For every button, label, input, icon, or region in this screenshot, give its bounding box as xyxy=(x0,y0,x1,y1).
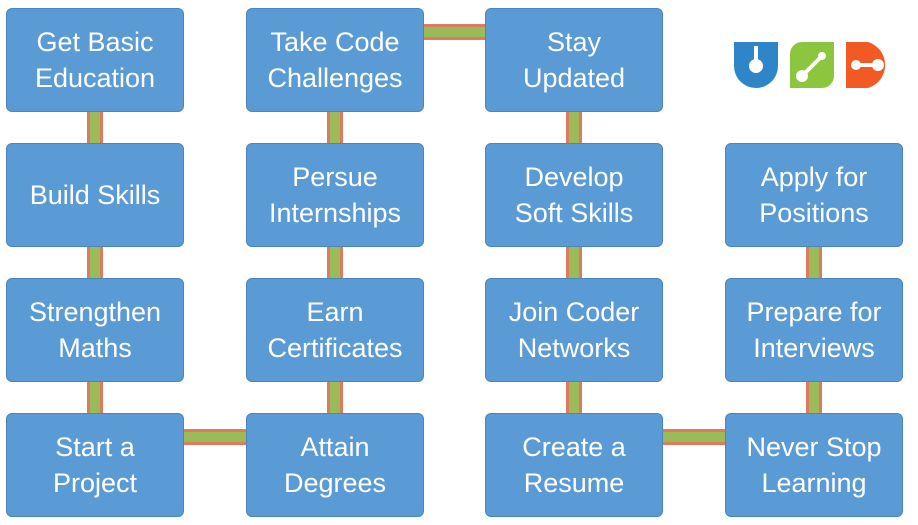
step-earn-certificates: Earn Certificates xyxy=(246,278,424,382)
connector-challenges-to-internships xyxy=(327,112,343,143)
connector-resume-to-learning xyxy=(663,429,725,445)
step-get-basic-education: Get Basic Education xyxy=(6,8,184,112)
connector-updated-to-softskills xyxy=(566,112,582,143)
step-build-skills: Build Skills xyxy=(6,143,184,247)
brand-logo xyxy=(732,40,894,90)
step-develop-soft-skills: Develop Soft Skills xyxy=(485,143,663,247)
step-stay-updated: Stay Updated xyxy=(485,8,663,112)
step-prepare-for-interviews: Prepare for Interviews xyxy=(725,278,903,382)
connector-internships-to-certificates xyxy=(327,247,343,278)
connector-certificates-to-degrees xyxy=(327,382,343,413)
connector-project-to-degrees xyxy=(184,429,246,445)
connector-positions-to-interviews xyxy=(806,247,822,278)
step-create-a-resume: Create a Resume xyxy=(485,413,663,517)
green-leaf-link-icon xyxy=(790,42,834,88)
step-join-coder-networks: Join Coder Networks xyxy=(485,278,663,382)
step-start-a-project: Start a Project xyxy=(6,413,184,517)
step-apply-for-positions: Apply for Positions xyxy=(725,143,903,247)
connector-maths-to-project xyxy=(87,382,103,413)
connector-skills-to-maths xyxy=(87,247,103,278)
connector-interviews-to-learning xyxy=(806,382,822,413)
step-strengthen-maths: Strengthen Maths xyxy=(6,278,184,382)
connector-networks-to-resume xyxy=(566,382,582,413)
step-take-code-challenges: Take Code Challenges xyxy=(246,8,424,112)
step-never-stop-learning: Never Stop Learning xyxy=(725,413,903,517)
step-attain-degrees: Attain Degrees xyxy=(246,413,424,517)
connector-softskills-to-networks xyxy=(566,247,582,278)
blue-u-node-icon xyxy=(734,42,778,88)
step-persue-internships: Persue Internships xyxy=(246,143,424,247)
connector-edu-to-skills xyxy=(87,112,103,143)
orange-d-node-icon xyxy=(846,42,886,88)
connector-challenges-to-updated xyxy=(424,24,485,40)
